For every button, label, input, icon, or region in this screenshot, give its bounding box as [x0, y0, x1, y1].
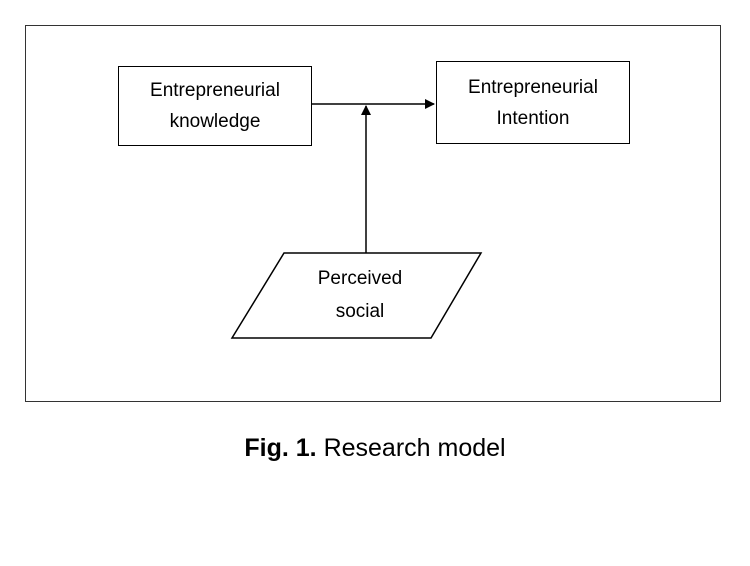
node-social-line2: social	[335, 301, 385, 322]
node-knowledge-line1: Entrepreneurial	[150, 80, 280, 101]
caption-label: Fig. 1.	[244, 434, 317, 462]
node-knowledge-line2: knowledge	[169, 111, 261, 132]
node-perceived-social: Perceived social	[262, 262, 458, 328]
node-entrepreneurial-knowledge: Entrepreneurial knowledge	[118, 66, 312, 146]
node-social-line1: Perceived	[317, 268, 403, 289]
node-intention-line1: Entrepreneurial	[468, 76, 598, 98]
node-intention-line2: Intention	[496, 107, 570, 129]
figure-caption: Fig. 1. Research model	[0, 428, 750, 468]
node-entrepreneurial-intention: Entrepreneurial Intention	[436, 61, 630, 144]
figure-frame	[25, 25, 721, 402]
caption-text: Research model	[316, 434, 506, 462]
node-perceived-social-shape	[230, 252, 483, 339]
